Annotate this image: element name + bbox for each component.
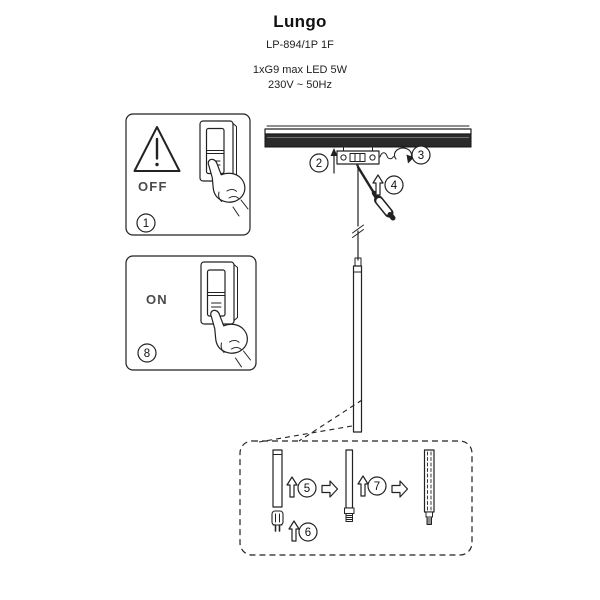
step-2-number: 2	[316, 158, 322, 170]
step-6-badge: 6	[298, 522, 318, 542]
step-3-number: 3	[418, 150, 424, 162]
suspension-cable	[352, 163, 364, 261]
hollow-up-arrow-icon	[372, 174, 384, 196]
step-4-badge: 4	[384, 175, 404, 195]
step-1-badge: 1	[136, 213, 156, 233]
off-panel: OFF 1	[125, 113, 251, 236]
wire-squiggle	[379, 152, 394, 160]
rotate-arrow-icon	[393, 147, 414, 164]
up-arrow-icon	[330, 148, 338, 174]
ceiling-track	[264, 125, 472, 148]
step-1-number: 1	[143, 218, 149, 230]
light-switch-off-icon	[199, 120, 237, 182]
step-3-badge: 3	[411, 145, 431, 165]
pointing-hand-icon	[210, 309, 251, 368]
specs: 1xG9 max LED 5W 230V ~ 50Hz	[0, 63, 600, 93]
model-number: LP-894/1P 1F	[266, 39, 334, 51]
mounting-bracket	[336, 146, 394, 165]
threaded-rod	[344, 449, 355, 522]
header: Lungo LP-894/1P 1F 1xG9 max LED 5W 230V …	[0, 12, 600, 93]
tube-sleeve	[272, 449, 283, 508]
screwdriver-icon	[356, 164, 396, 221]
pendant-tube	[352, 257, 363, 433]
hollow-up-arrow-icon	[286, 476, 298, 498]
on-panel-frame	[125, 255, 257, 371]
step-6-number: 6	[305, 527, 311, 539]
assembled-tube	[423, 449, 435, 525]
right-arrow-icon	[321, 480, 339, 498]
off-label: OFF	[138, 179, 168, 194]
off-panel-frame	[125, 113, 251, 236]
step-4-number: 4	[391, 180, 398, 192]
leader-line	[298, 399, 363, 442]
step-5-number: 5	[304, 483, 310, 495]
step-7-number: 7	[374, 481, 380, 493]
g9-bulb-icon	[271, 510, 284, 532]
step-8-number: 8	[144, 348, 150, 360]
leader-line	[258, 425, 353, 443]
step-7-badge: 7	[367, 476, 387, 496]
spec-line-2: 230V ~ 50Hz	[268, 78, 332, 91]
step-8-badge: 8	[137, 343, 157, 363]
on-label: ON	[146, 292, 168, 307]
right-arrow-icon	[391, 480, 409, 498]
spec-line-1: 1xG9 max LED 5W	[252, 64, 348, 76]
step-5-badge: 5	[297, 478, 317, 498]
pointing-hand-icon	[207, 158, 249, 217]
on-panel: ON 8	[125, 255, 257, 371]
hollow-up-arrow-icon	[288, 520, 300, 542]
track-bar	[264, 133, 472, 148]
product-title: Lungo	[273, 12, 327, 31]
light-switch-on-icon	[200, 261, 238, 325]
warning-triangle-icon	[133, 126, 181, 172]
hollow-up-arrow-icon	[357, 475, 369, 497]
step-2-badge: 2	[309, 153, 329, 173]
detail-box	[239, 440, 473, 556]
